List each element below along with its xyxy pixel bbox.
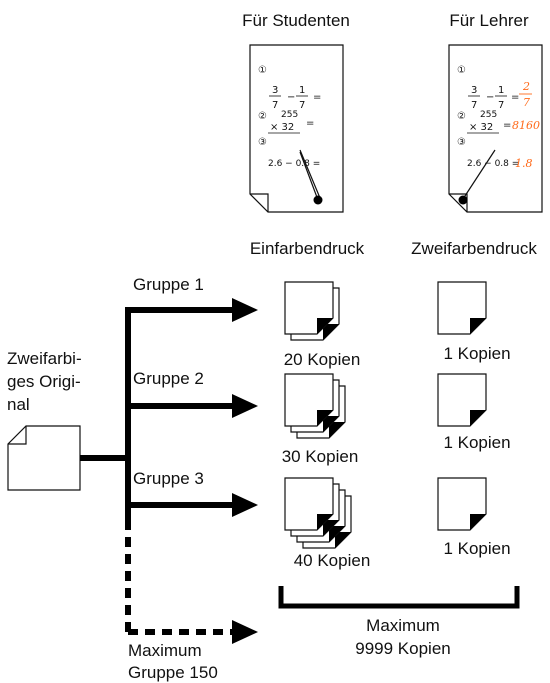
teacher-pointer-dot <box>458 195 468 205</box>
group-1-dual-copies: 1 Kopien <box>443 344 510 363</box>
single-copy-group-3 <box>437 477 487 531</box>
frac2-num: 1 <box>299 85 305 96</box>
subtraction: 2.6 − 0.8 = <box>467 159 519 169</box>
single-copy-group-1 <box>437 281 487 335</box>
maximum-copies-line2: 9999 Kopien <box>355 639 450 658</box>
answer3: 1.8 <box>515 157 533 170</box>
original-label-line3: nal <box>7 395 30 414</box>
student-worksheet: ① 3 7 − 1 7 = ② 255 × 32 = ③ 2.6 − 0.8 = <box>249 44 344 213</box>
circled-2: ② <box>258 111 267 122</box>
minus-sign: − <box>287 92 295 103</box>
connector-tree <box>80 298 258 644</box>
mult-top: 255 <box>480 110 497 120</box>
original-label-line2: ges Origi- <box>7 372 81 391</box>
circled-3: ③ <box>258 137 267 148</box>
group-3-label: Gruppe 3 <box>133 469 204 488</box>
single-copy-group-2 <box>437 373 487 427</box>
answer2: 8160 <box>512 119 540 132</box>
group-2-single-copies: 30 Kopien <box>282 447 359 466</box>
group-3-single-copies: 40 Kopien <box>294 551 371 570</box>
frac2-num: 1 <box>498 85 504 96</box>
frac1-num: 3 <box>471 85 477 96</box>
student-pointer-line <box>299 151 319 201</box>
equals-sign: = <box>313 92 321 103</box>
header-teachers: Für Lehrer <box>449 11 529 30</box>
teacher-pointer-line <box>462 149 496 200</box>
mult-bottom: × 32 <box>270 122 294 133</box>
copy-sheet <box>284 477 334 531</box>
maximum-copies-line1: Maximum <box>366 616 440 635</box>
frac2-den: 7 <box>498 100 504 111</box>
circled-1: ① <box>258 65 267 76</box>
frac2-den: 7 <box>299 100 305 111</box>
mult-bottom: × 32 <box>469 122 493 133</box>
copy-sheet <box>437 373 487 427</box>
last-group-label-line1: Maximum <box>128 641 202 660</box>
group-1-label: Gruppe 1 <box>133 275 204 294</box>
copy-sheet <box>284 373 334 427</box>
frac1-num: 3 <box>272 85 278 96</box>
print-mode-dual: Zweifarbendruck <box>411 239 537 258</box>
copy-sheet <box>437 477 487 531</box>
group-1-single-copies: 20 Kopien <box>284 350 361 369</box>
answer1-num: 2 <box>522 80 530 93</box>
copy-sheet <box>437 281 487 335</box>
mult-top: 255 <box>281 110 298 120</box>
teacher-worksheet: ① 3 7 − 1 7 = 2 7 ② 255 × 32 = 8160 ③ 2.… <box>448 44 543 213</box>
last-group-label-line2: Gruppe 150 <box>128 663 218 682</box>
equals-sign-2: = <box>306 118 314 129</box>
equals-sign-2: = <box>503 120 511 131</box>
subtraction: 2.6 − 0.8 = <box>268 159 320 169</box>
original-document-icon <box>7 425 81 491</box>
copy-stack-group-2 <box>284 373 346 439</box>
copy-stack-group-3 <box>284 477 352 549</box>
copy-stack-group-1 <box>284 281 340 341</box>
equals-sign: = <box>511 92 519 103</box>
circled-3: ③ <box>457 137 466 148</box>
copy-sheet <box>284 281 334 335</box>
answer1-den: 7 <box>523 96 530 109</box>
maximum-copies-bracket <box>278 586 520 609</box>
frac1-den: 7 <box>272 100 278 111</box>
group-3-dual-copies: 1 Kopien <box>443 539 510 558</box>
header-students: Für Studenten <box>242 11 350 30</box>
circled-2: ② <box>457 111 466 122</box>
group-2-label: Gruppe 2 <box>133 369 204 388</box>
circled-1: ① <box>457 65 466 76</box>
group-2-dual-copies: 1 Kopien <box>443 433 510 452</box>
print-mode-single: Einfarbendruck <box>250 239 365 258</box>
frac1-den: 7 <box>471 100 477 111</box>
minus-sign: − <box>486 92 494 103</box>
original-label-line1: Zweifarbi- <box>7 349 82 368</box>
student-pointer-dot <box>313 195 323 205</box>
